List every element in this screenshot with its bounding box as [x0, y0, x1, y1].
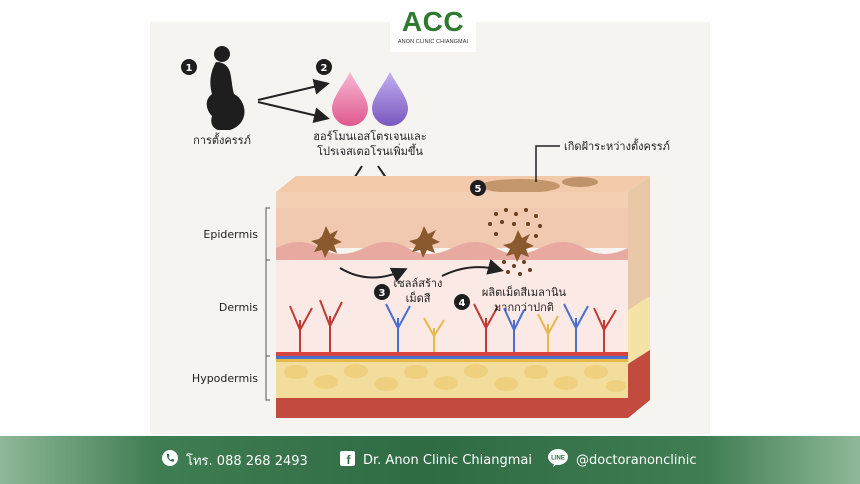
phone-icon: [162, 450, 178, 470]
stratum-corneum: [276, 192, 628, 208]
step-5-number: 5: [475, 184, 482, 195]
dermis-layer: [276, 260, 628, 356]
step-1-number: 1: [186, 63, 193, 74]
step-2-badge: [316, 59, 332, 75]
clinic-logo: ACC ANON CLINIC CHIANGMAI: [390, 0, 476, 52]
step-4-label-line2: มากกว่าปกติ: [494, 301, 554, 314]
step-5-label: เกิดฝ้าระหว่างตั้งครรภ์: [564, 138, 670, 153]
footer-facebook[interactable]: f Dr. Anon Clinic Chiangmai: [340, 436, 532, 484]
melanin-granules: [488, 208, 542, 276]
fat-cells: [284, 364, 626, 392]
footer-bar: โทร. 088 268 2493 f Dr. Anon Clinic Chia…: [0, 436, 860, 484]
step-1-label: การตั้งครรภ์: [193, 132, 251, 147]
step-1-badge: [181, 59, 197, 75]
footer-phone[interactable]: โทร. 088 268 2493: [162, 436, 308, 484]
basal-layer: [276, 242, 628, 260]
layer-label-dermis: Dermis: [219, 301, 258, 314]
step-3-number: 3: [379, 288, 386, 299]
melanocyte-cells: [311, 226, 534, 262]
melasma-patch: [480, 179, 560, 193]
step-2-number: 2: [321, 63, 328, 74]
step-2-label-line2: โปรเจสเตอโรนเพิ่มขึ้น: [317, 143, 423, 158]
svg-text:f: f: [347, 453, 352, 466]
muscle-layer: [276, 398, 628, 418]
logo-subtitle: ANON CLINIC CHIANGMAI: [397, 39, 469, 45]
svg-text:LINE: LINE: [551, 456, 565, 462]
footer-phone-text: โทร. 088 268 2493: [186, 453, 308, 469]
line-icon: LINE: [548, 449, 568, 471]
layer-label-epidermis: Epidermis: [203, 228, 258, 241]
logo-title: ACC: [401, 6, 465, 37]
step-3-label-line1: เซลล์สร้าง: [394, 277, 443, 290]
melasma-patch-small: [562, 177, 598, 187]
step-3-badge: [374, 284, 390, 300]
pregnant-woman-icon: [206, 46, 245, 130]
layer-label-hypodermis: Hypodermis: [192, 372, 258, 385]
progesterone-drop-icon: [372, 72, 408, 126]
step-4-label-line1: ผลิตเม็ดสีเมลานิน: [482, 285, 567, 299]
step-4-badge: [454, 294, 470, 310]
blood-vessels: [289, 299, 617, 352]
footer-line-text: @doctoranonclinic: [576, 452, 697, 468]
step-2-label-line1: ฮอร์โมนเอสโตรเจนและ: [313, 129, 426, 143]
facebook-icon: f: [340, 450, 355, 470]
footer-facebook-text: Dr. Anon Clinic Chiangmai: [363, 452, 532, 468]
footer-line[interactable]: LINE @doctoranonclinic: [548, 436, 697, 484]
estrogen-drop-icon: [332, 72, 368, 126]
step-3-label-line2: เม็ดสี: [406, 291, 431, 305]
step-4-number: 4: [459, 298, 466, 309]
step-5-badge: [470, 180, 486, 196]
